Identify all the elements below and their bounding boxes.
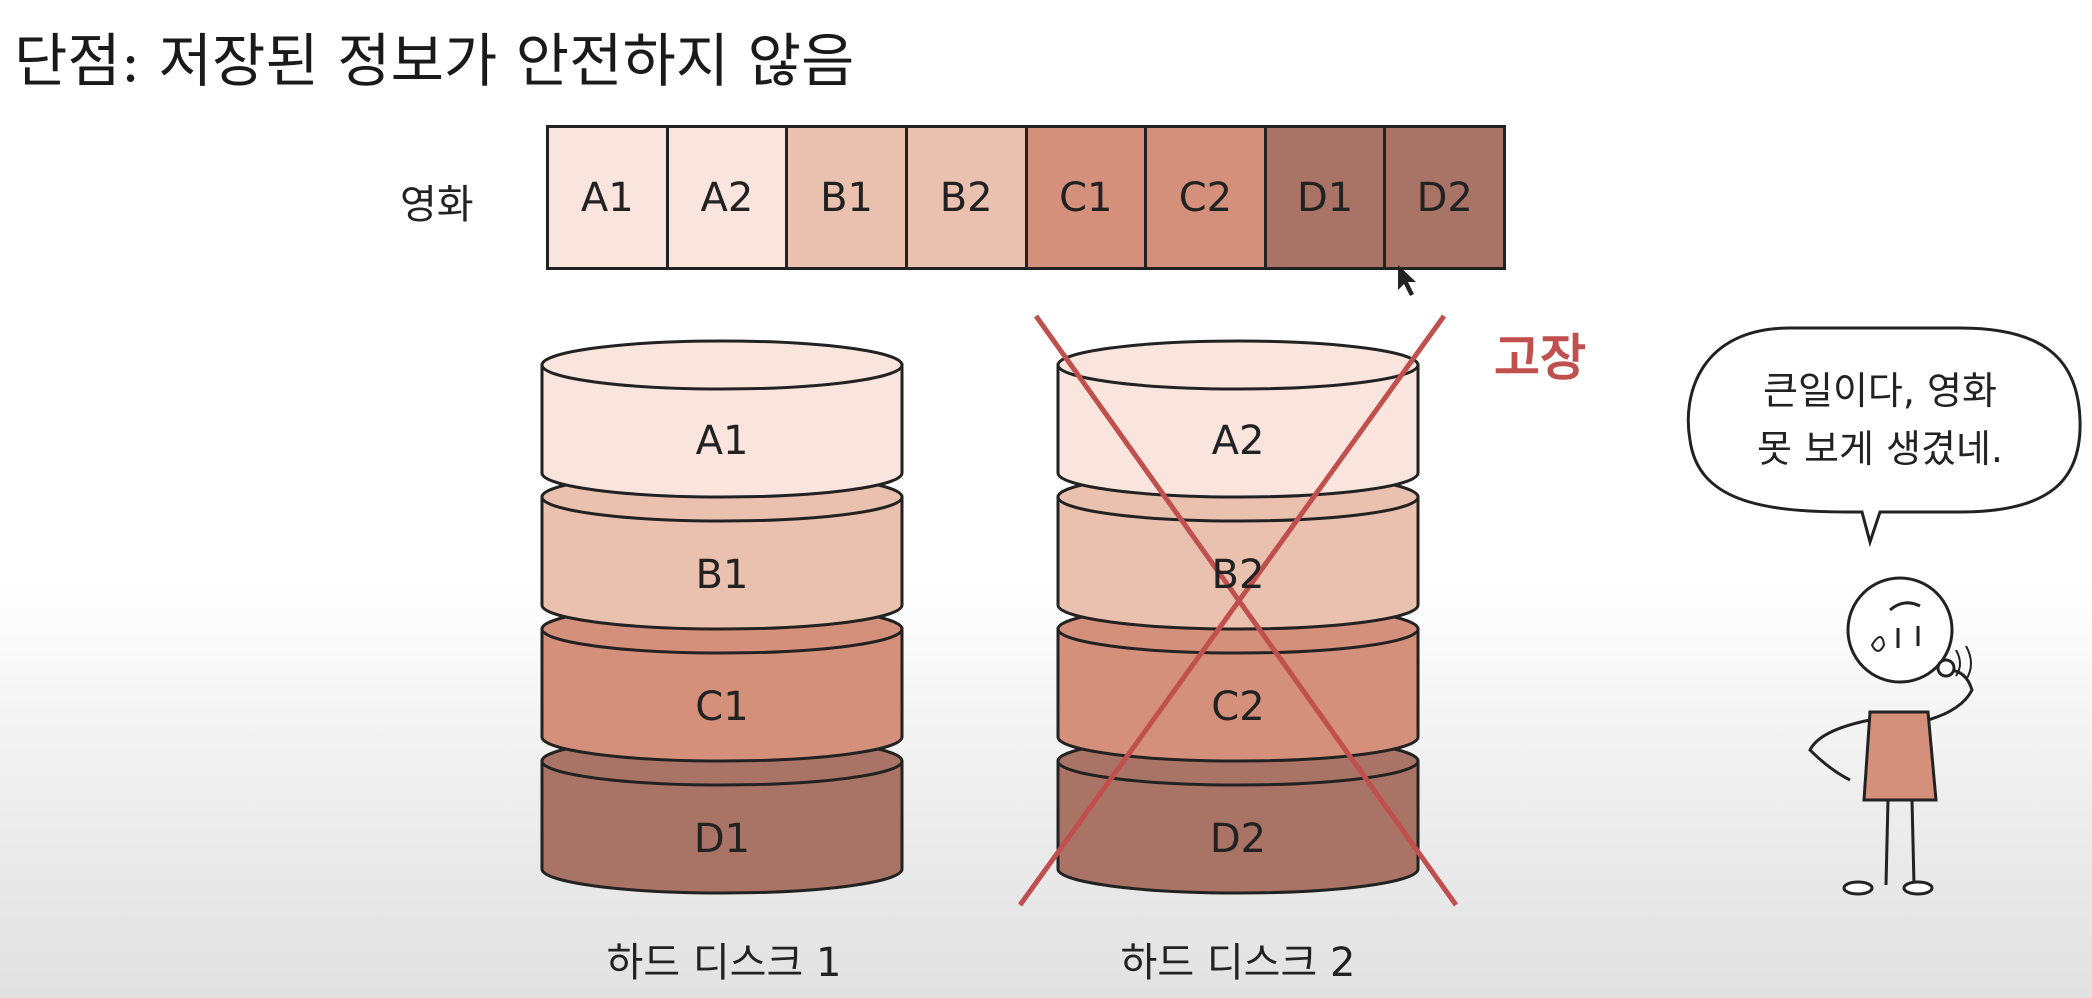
- platter-body: [1056, 495, 1420, 631]
- block-label: A1: [580, 174, 634, 221]
- failure-x-mark: [1017, 314, 1459, 907]
- movie-block: A1: [549, 128, 669, 267]
- movie-block: B1: [788, 128, 908, 267]
- speech-line-2: 못 보게 생겼네.: [1757, 427, 2003, 471]
- block-label: D2: [1416, 174, 1473, 221]
- disk2-platter-label: D2: [1209, 816, 1267, 862]
- disk2-platter-label: C2: [1211, 684, 1265, 730]
- movie-block-strip: A1 A2 B1 B2 C1 C2 D1 D2: [546, 125, 1506, 270]
- hard-disk-1: [540, 339, 904, 895]
- platter-body: [540, 627, 904, 763]
- mouse-cursor-icon: [1398, 265, 1416, 296]
- block-label: B2: [939, 174, 993, 221]
- movie-block: D2: [1386, 128, 1503, 267]
- disk1-platter-label: A1: [695, 418, 749, 464]
- platter-body: [540, 759, 904, 895]
- block-label: B1: [820, 174, 873, 221]
- block-label: D1: [1296, 174, 1354, 221]
- platter-top: [1056, 339, 1420, 391]
- platter-top: [540, 339, 904, 391]
- movie-block: B2: [907, 128, 1028, 267]
- speech-bubble: [1686, 326, 2082, 548]
- disk2-platter-label: A2: [1211, 418, 1265, 464]
- disk1-platter-label: C1: [695, 684, 749, 730]
- disk1-name: 하드 디스크 1: [606, 940, 842, 986]
- movie-block: C1: [1027, 128, 1148, 267]
- movie-label: 영화: [400, 182, 474, 228]
- disk2-name: 하드 디스크 2: [1120, 940, 1356, 986]
- movie-block: D1: [1266, 128, 1387, 267]
- platter-body: [1056, 363, 1420, 499]
- failure-label: 고장: [1494, 329, 1586, 387]
- block-label: C2: [1178, 174, 1233, 221]
- speech-line-1: 큰일이다, 영화: [1763, 369, 1997, 413]
- worried-person-illustration: [1808, 576, 1974, 896]
- movie-block: A2: [668, 128, 789, 267]
- failure-x-stroke: [1033, 314, 1459, 907]
- platter-body: [1056, 759, 1420, 895]
- platter-body: [540, 495, 904, 631]
- block-label: C1: [1059, 174, 1113, 221]
- block-label: A2: [700, 174, 754, 221]
- disk1-platter-label: B1: [695, 552, 749, 598]
- failure-x-stroke: [1017, 314, 1447, 907]
- disk1-platter-label: D1: [693, 816, 751, 862]
- platter-body: [540, 363, 904, 499]
- movie-block: C2: [1147, 128, 1267, 267]
- page-title: 단점: 저장된 정보가 안전하지 않음: [14, 27, 855, 95]
- disk2-platter-label: B2: [1211, 552, 1265, 598]
